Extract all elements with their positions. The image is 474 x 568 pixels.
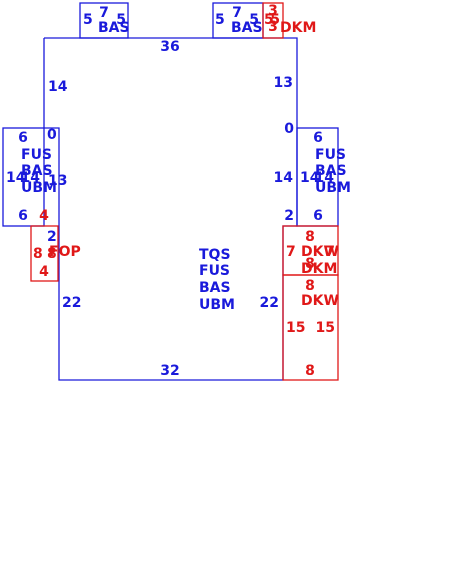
main-bottom-dimension: 32 — [160, 363, 179, 379]
main-label-line-4: UBM — [199, 297, 235, 313]
top-right-red-block: 3 5 3 5 DKM — [262, 2, 316, 39]
top-right-block-right-dimension: 5 — [249, 12, 259, 28]
right-red-lower-block-label: DKW — [301, 293, 339, 309]
top-left-block-left-dimension: 5 — [83, 12, 93, 28]
right-red-upper-block-left-dimension: 7 — [286, 244, 296, 260]
top-left-block: 5 7 5 BAS — [79, 2, 130, 39]
right-red-lower-block: 8 DKW 15 15 8 — [282, 274, 339, 381]
right-side-block-bottom-dimension: 6 — [313, 208, 323, 224]
left-side-block-outline — [2, 127, 45, 227]
right-red-lower-block-outline — [282, 274, 339, 381]
left-side-block-label-line-3: UBM — [21, 180, 57, 196]
right-red-lower-block-left-dimension: 15 — [286, 320, 305, 336]
top-right-red-block-outline — [262, 2, 284, 39]
left-red-block-label: FOP — [49, 244, 81, 260]
main-right-mid-dimension: 14 — [274, 170, 294, 186]
top-right-red-block-label: DKM — [280, 20, 316, 36]
right-red-upper-block-label-line-1: DKW — [301, 244, 339, 260]
left-side-block-label-line-1: FUS — [21, 147, 52, 163]
right-red-lower-block-bottom-dimension: 8 — [305, 363, 315, 379]
top-right-block-label: BAS — [231, 20, 263, 36]
right-side-block-left-dimension: 14 — [300, 170, 320, 186]
main-right-upper-dimension: 13 — [274, 75, 293, 91]
top-right-red-block-top-dimension: 3 — [268, 3, 278, 19]
left-red-block: 4 8 8 FOP 4 — [30, 208, 81, 282]
main-label-line-2: FUS — [199, 263, 230, 279]
left-red-block-bottom-dimension: 4 — [39, 264, 49, 280]
main-left-mid-dimension: 13 — [48, 173, 67, 189]
top-right-red-block-bottom-dimension: 3 — [268, 19, 278, 35]
right-side-block-right-dimension: 14 — [315, 170, 335, 186]
left-red-block-right-dimension: 8 — [47, 246, 57, 262]
main-left-notch-dimension: 0 — [47, 127, 57, 143]
main-left-lower-dimension: 22 — [62, 295, 81, 311]
top-right-block-top-dimension: 7 — [232, 5, 242, 21]
right-red-lower-block-top-dimension: 8 — [305, 278, 315, 294]
right-red-upper-block-top-dimension: 8 — [305, 229, 315, 245]
main-left-step-dimension: 2 — [47, 229, 57, 245]
left-red-block-outline — [30, 225, 59, 282]
right-side-block: 6 FUS BAS UBM 14 14 6 — [296, 127, 351, 227]
right-red-upper-block-bottom-dimension: 8 — [305, 256, 315, 272]
main-left-upper-dimension: 14 — [48, 79, 68, 95]
left-red-block-left-dimension: 8 — [33, 246, 43, 262]
main-label-line-3: BAS — [199, 280, 231, 296]
main-top-dimension: 36 — [160, 39, 179, 55]
top-left-block-right-dimension: 5 — [116, 12, 126, 28]
left-side-block-top-dimension: 6 — [18, 130, 28, 146]
top-right-block-left-dimension: 5 — [215, 12, 225, 28]
right-side-block-label-line-2: BAS — [315, 163, 347, 179]
right-red-lower-block-right-dimension: 15 — [316, 320, 335, 336]
top-right-red-block-right-dimension: 5 — [270, 12, 280, 28]
left-side-block-label-line-2: BAS — [21, 163, 53, 179]
left-side-block-right-dimension: 14 — [21, 170, 41, 186]
right-side-block-top-dimension: 6 — [313, 130, 323, 146]
top-left-block-top-dimension: 7 — [99, 5, 109, 21]
top-right-block: 5 7 5 BAS — [212, 2, 264, 39]
right-red-upper-block-right-dimension: 7 — [325, 244, 335, 260]
right-side-block-label-line-1: FUS — [315, 147, 346, 163]
right-side-block-label-line-3: UBM — [315, 180, 351, 196]
right-red-upper-block-label-line-2: DKM — [301, 261, 337, 277]
left-side-block-bottom-dimension: 6 — [18, 208, 28, 224]
top-right-red-block-left-dimension: 5 — [264, 12, 274, 28]
left-red-block-top-dimension: 4 — [39, 208, 49, 224]
left-side-block: 6 FUS BAS UBM 14 14 6 — [2, 127, 57, 227]
top-left-block-outline — [79, 2, 129, 39]
main-label-line-1: TQS — [199, 247, 231, 263]
main-right-lower-dimension: 22 — [260, 295, 279, 311]
main-right-step-dimension: 2 — [284, 208, 294, 224]
top-left-block-label: BAS — [98, 20, 130, 36]
left-side-block-left-dimension: 14 — [6, 170, 26, 186]
main-right-notch-dimension: 0 — [284, 121, 294, 137]
